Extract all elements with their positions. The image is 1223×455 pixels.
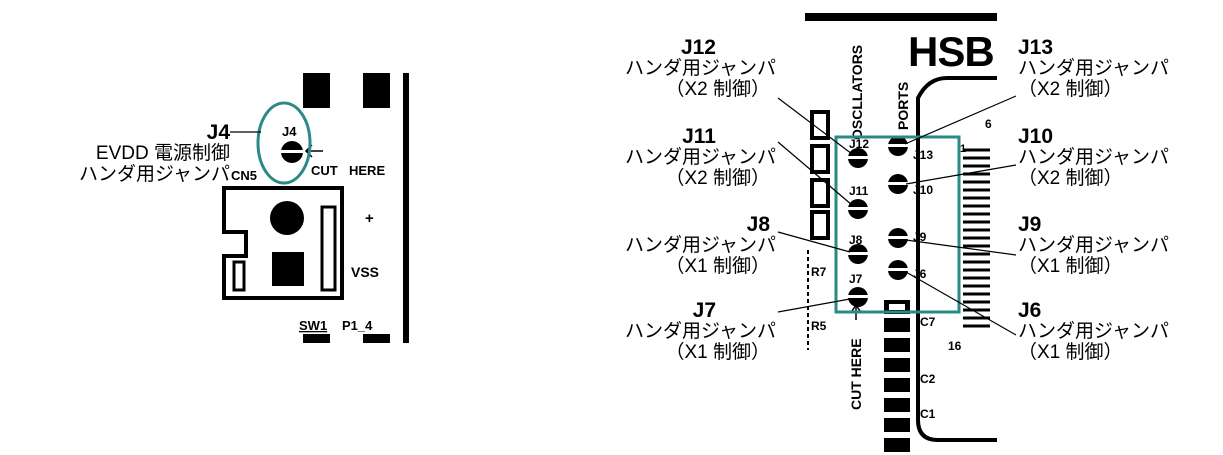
j10-board-label: J10: [913, 183, 933, 197]
sw1-label: SW1: [299, 318, 327, 333]
j10-callout-line2: （X2 制御）: [1018, 168, 1123, 189]
here-label: HERE: [349, 163, 385, 178]
board-top-edge: [805, 13, 997, 21]
j8-board-label: J8: [849, 233, 863, 247]
j6-board-label: J6: [913, 267, 927, 281]
p1-4-label: P1_4: [342, 318, 373, 333]
jumper-j7: J7: [846, 272, 870, 307]
j7-callout-id: J7: [692, 299, 716, 322]
cn5-connector: [222, 186, 344, 300]
j7-board-label: J7: [849, 272, 863, 286]
j12-callout-line1: ハンダ用ジャンパ: [624, 58, 776, 79]
j6-callout-id: J6: [1018, 299, 1042, 322]
pad-bottom-right: [363, 334, 390, 343]
j7-callout: J7 ハンダ用ジャンパ （X1 制御）: [550, 300, 776, 363]
j4-callout: J4 EVDD 電源制御 ハンダ用ジャンパ: [2, 122, 230, 185]
leader-lines-right: [904, 95, 1017, 336]
j8-callout: J8 ハンダ用ジャンパ （X1 制御）: [550, 214, 776, 277]
jumper-j11: J11: [846, 184, 870, 219]
j4-callout-line1: EVDD 電源制御: [95, 143, 230, 164]
j9-callout-id: J9: [1018, 213, 1042, 236]
left-board: J4 CUT HERE CN5 + VSS SW1 P1_4: [222, 73, 409, 343]
j4-callout-line2: ハンダ用ジャンパ: [78, 164, 230, 185]
j10-callout-line1: ハンダ用ジャンパ: [1018, 147, 1170, 168]
pin-6-label: 6: [985, 117, 992, 131]
j9-callout-line2: （X1 制御）: [1018, 256, 1123, 277]
j6-callout: J6 ハンダ用ジャンパ （X1 制御）: [1018, 300, 1222, 363]
j11-board-label: J11: [849, 184, 869, 198]
j13-callout-line2: （X2 制御）: [1018, 79, 1123, 100]
c1-label: C1: [920, 407, 936, 421]
jumper-group-highlight: [834, 135, 961, 314]
c2-label: C2: [920, 372, 936, 386]
board-edge: [403, 73, 409, 343]
chip-pins: [963, 148, 990, 328]
j10-callout-id: J10: [1018, 125, 1054, 148]
pin-16-label: 16: [948, 339, 962, 353]
jumper-j8: J8: [846, 233, 870, 264]
c7-label: C7: [920, 315, 936, 329]
j4-board-label: J4: [282, 124, 297, 139]
j12-board-label: J12: [849, 137, 869, 151]
j12-callout: J12 ハンダ用ジャンパ （X2 制御）: [550, 37, 776, 100]
j9-board-label: J9: [913, 230, 927, 244]
bottom-pad-strip: [884, 300, 910, 452]
leader-lines-left: [777, 97, 853, 313]
jumper-j13: J13: [886, 136, 933, 162]
j6-callout-line1: ハンダ用ジャンパ: [1018, 321, 1170, 342]
j11-callout-line1: ハンダ用ジャンパ: [624, 147, 776, 168]
cut-here-label: CUT HERE: [848, 338, 864, 410]
j12-callout-line2: （X2 制御）: [665, 79, 770, 100]
j4-callout-id: J4: [206, 121, 230, 144]
jumper-j10: J10: [886, 174, 933, 197]
j13-board-label: J13: [913, 148, 933, 162]
j4-jumper-pad: [279, 141, 305, 163]
vss-label: VSS: [351, 264, 379, 280]
pad-top-left: [303, 73, 330, 108]
pin-1-label: 1: [960, 143, 966, 155]
j8-callout-line2: （X1 制御）: [665, 256, 770, 277]
j10-callout: J10 ハンダ用ジャンパ （X2 制御）: [1018, 126, 1222, 189]
ports-label: PORTS: [895, 82, 911, 130]
j13-callout-id: J13: [1018, 36, 1054, 59]
j12-callout-id: J12: [680, 36, 716, 59]
j7-callout-line1: ハンダ用ジャンパ: [624, 321, 776, 342]
jumper-j6: J6: [886, 260, 927, 281]
pad-bottom-left: [303, 334, 330, 343]
j13-callout: J13 ハンダ用ジャンパ （X2 制御）: [1018, 37, 1222, 100]
r7-label: R7: [811, 265, 827, 279]
j9-callout-line1: ハンダ用ジャンパ: [1018, 235, 1170, 256]
j11-callout: J11 ハンダ用ジャンパ （X2 制御）: [550, 126, 776, 189]
left-column-pads: [810, 110, 830, 240]
j8-callout-line1: ハンダ用ジャンパ: [624, 235, 776, 256]
jumper-j12: J12: [846, 137, 870, 168]
j13-callout-line1: ハンダ用ジャンパ: [1018, 58, 1170, 79]
plus-label: +: [365, 210, 374, 227]
pad-top-right: [363, 73, 390, 108]
chip-outline: [916, 76, 997, 442]
r5-label: R5: [811, 319, 827, 333]
right-board: HSB OSCLLATORS PORTS CUT HERE R7 R5: [777, 13, 1017, 452]
j6-callout-line2: （X1 制御）: [1018, 342, 1123, 363]
j11-callout-line2: （X2 制御）: [665, 168, 770, 189]
jumper-j9: J9: [886, 228, 927, 248]
cut-label: CUT: [311, 163, 338, 178]
j4-highlight: [256, 101, 312, 185]
j8-callout-id: J8: [746, 213, 770, 236]
j9-callout: J9 ハンダ用ジャンパ （X1 制御）: [1018, 214, 1222, 277]
oscillators-label: OSCLLATORS: [849, 45, 865, 140]
j7-callout-line2: （X1 制御）: [665, 342, 770, 363]
cn5-label: CN5: [231, 168, 257, 183]
hsb-label: HSB: [908, 28, 994, 75]
j11-callout-id: J11: [682, 125, 716, 148]
